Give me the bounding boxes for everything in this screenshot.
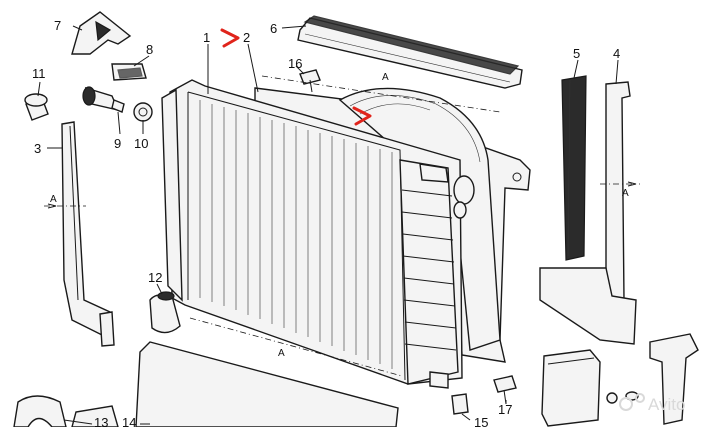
part-16-bolt — [299, 69, 321, 93]
part-10-washer — [133, 102, 153, 122]
dim-label-left: A — [50, 194, 57, 205]
dimension-lines — [44, 75, 640, 377]
part-15-screw — [451, 393, 469, 415]
callout-11: 11 — [32, 66, 46, 81]
dim-label-bottom: A — [278, 348, 285, 359]
callout-15: 15 — [474, 415, 488, 427]
leader-lines — [37, 25, 619, 425]
part-1-radiator — [161, 79, 475, 389]
callout-6: 6 — [270, 21, 277, 36]
callout-17: 17 — [498, 402, 512, 417]
part-14-lower-seal — [71, 341, 399, 427]
red-arrow-marker-middle — [352, 106, 372, 126]
callout-7: 7 — [54, 18, 61, 33]
callout-1: 1 — [203, 30, 210, 45]
callout-12: 12 — [148, 270, 162, 285]
callout-8: 8 — [146, 42, 153, 57]
dimension-labels: A A A A — [50, 72, 629, 359]
part-11-drain-plug — [24, 93, 49, 121]
watermark-text: Avito — [648, 395, 686, 414]
part-3-left-bracket — [61, 121, 115, 347]
callout-14: 14 — [122, 415, 136, 427]
red-marker-arrows — [220, 28, 372, 126]
part-7-clip — [71, 11, 132, 55]
callout-4: 4 — [613, 46, 620, 61]
avito-watermark: Avito — [619, 393, 686, 414]
callout-2: 2 — [243, 30, 250, 45]
part-17-bolt — [493, 375, 517, 405]
callout-labels: 1 2 3 4 5 6 7 8 9 10 11 12 13 14 15 16 1… — [32, 18, 620, 427]
relay-box — [541, 349, 601, 427]
callout-3: 3 — [34, 141, 41, 156]
part-6-upper-seal — [297, 15, 523, 89]
dim-label-top: A — [382, 72, 389, 83]
part-4-right-bracket — [539, 81, 637, 345]
callout-10: 10 — [134, 136, 148, 151]
part-12-rubber-mount — [149, 291, 181, 334]
part-9-sensor — [82, 86, 125, 113]
part-13-hose-clamp — [13, 395, 67, 427]
callout-13: 13 — [94, 415, 108, 427]
part-5-right-seal — [561, 75, 587, 261]
part-8-grommet — [111, 63, 147, 81]
dim-label-right: A — [622, 188, 629, 199]
callout-5: 5 — [573, 46, 580, 61]
callout-9: 9 — [114, 136, 121, 151]
callout-16: 16 — [288, 56, 302, 71]
red-arrow-marker-top — [220, 28, 240, 48]
